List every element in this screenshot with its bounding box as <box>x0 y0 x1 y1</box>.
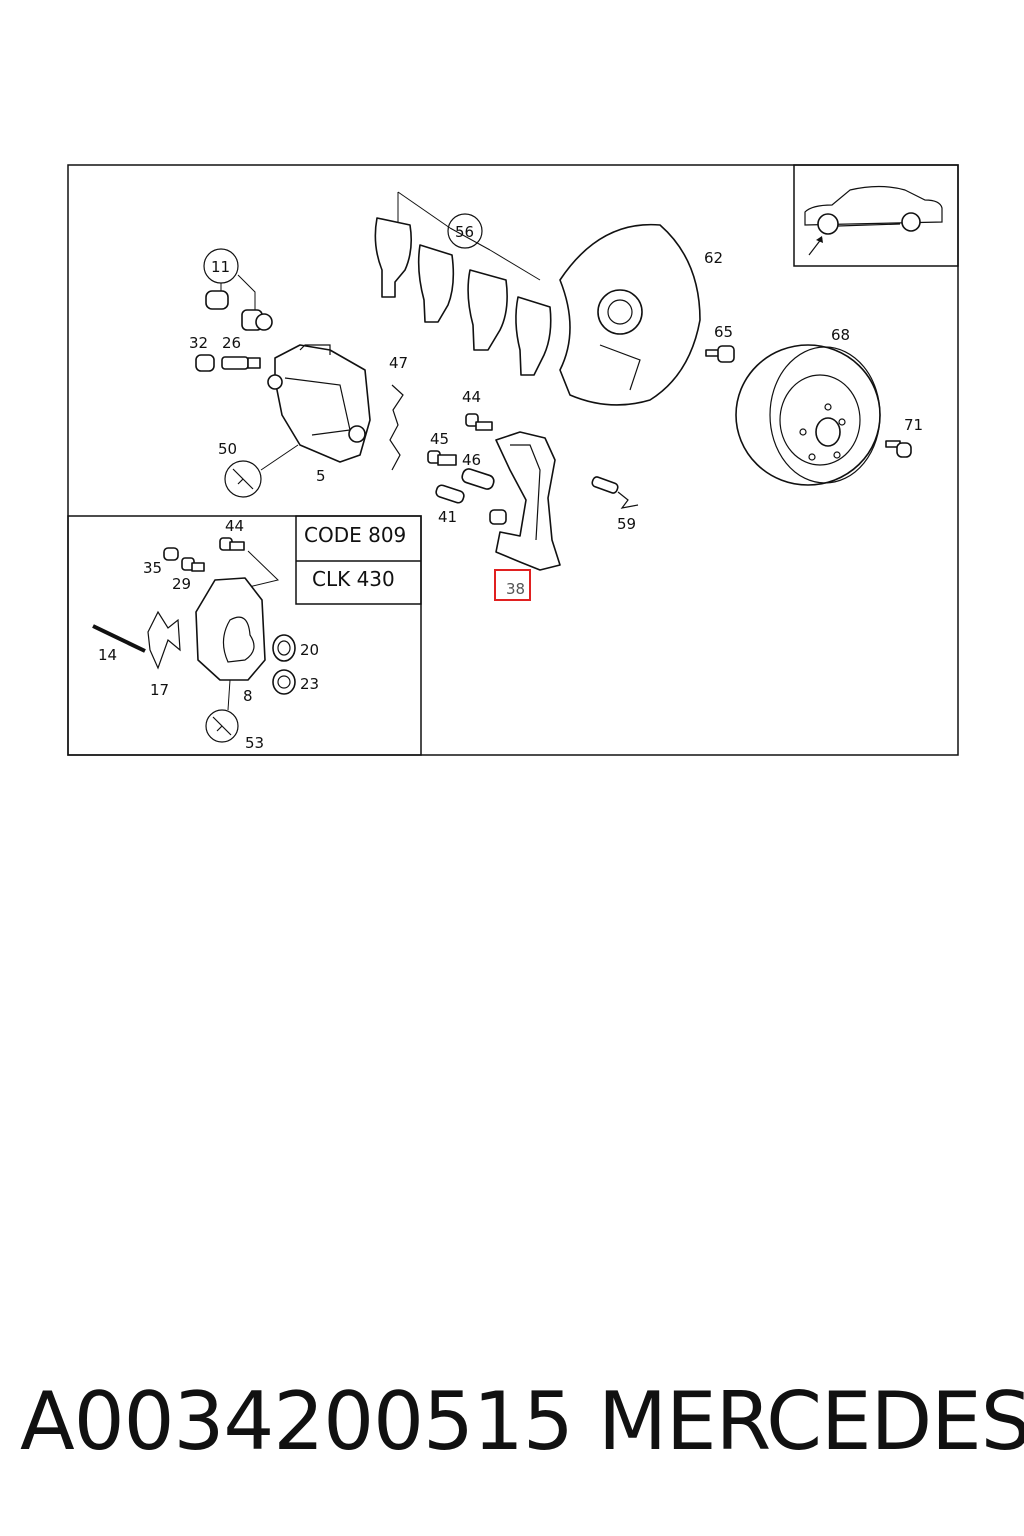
sleeve-46-part <box>461 468 495 490</box>
screw-65-part <box>705 345 735 363</box>
bleeder-29-part <box>181 557 205 572</box>
spring-17-part <box>147 610 181 670</box>
callout-53: 53 <box>245 734 264 752</box>
seal-20-part <box>272 634 296 662</box>
brand-name: MERCEDES <box>598 1375 1024 1468</box>
callout-29: 29 <box>172 575 191 593</box>
callout-59: 59 <box>617 515 636 533</box>
callout-65: 65 <box>714 323 733 341</box>
callout-62: 62 <box>704 249 723 267</box>
callout-46: 46 <box>462 451 481 469</box>
diagram-frame <box>67 164 959 756</box>
callout-20: 20 <box>300 641 319 659</box>
callout-38: 38 <box>506 580 525 598</box>
bleeder-cap-part <box>205 290 273 331</box>
seal-23-part <box>272 669 296 695</box>
highlight-box-38 <box>494 569 531 601</box>
callout-23: 23 <box>300 675 319 693</box>
callout-71: 71 <box>904 416 923 434</box>
bolt-44-part <box>465 413 493 431</box>
wrench-icon <box>224 444 299 498</box>
bleeder-screw-part <box>195 354 261 372</box>
callout-17: 17 <box>150 681 169 699</box>
brake-caliper-part <box>267 344 371 463</box>
callout-45: 45 <box>430 430 449 448</box>
cap-35-part <box>163 547 179 561</box>
callout-14: 14 <box>98 646 117 664</box>
variant-code: CODE 809 <box>304 523 406 547</box>
screw-71-part <box>885 440 912 458</box>
spring-clip-part <box>389 384 404 471</box>
callout-8: 8 <box>243 687 253 705</box>
car-location-icon <box>793 164 959 267</box>
callout-32: 32 <box>189 334 208 352</box>
variant-model: CLK 430 <box>312 567 395 591</box>
brake-disc-part <box>735 344 881 486</box>
callout-44-lower: 44 <box>225 517 244 535</box>
splash-shield-part <box>559 223 701 406</box>
part-caption: A0034200515 MERCEDES <box>0 1372 1024 1472</box>
callout-26: 26 <box>222 334 241 352</box>
brake-parts-diagram: CODE 809 CLK 430 56 11 32 26 5 <box>67 164 959 756</box>
guide-bolt-45-part <box>427 450 457 466</box>
fixed-caliper-8-part <box>195 577 266 681</box>
bushing-41-part <box>435 484 465 504</box>
variant-box: CODE 809 CLK 430 <box>295 515 422 605</box>
callout-5: 5 <box>316 467 326 485</box>
alternative-caliper-frame <box>67 515 422 756</box>
wear-sensor-part <box>591 476 639 509</box>
callout-44: 44 <box>462 388 481 406</box>
callout-56: 56 <box>455 223 474 241</box>
callout-35: 35 <box>143 559 162 577</box>
wrench-icon-lower <box>205 679 239 743</box>
callout-11: 11 <box>211 258 230 276</box>
pin-14-part <box>92 624 146 653</box>
callout-68: 68 <box>831 326 850 344</box>
callout-47: 47 <box>389 354 408 372</box>
callout-50: 50 <box>218 440 237 458</box>
part-number: A0034200515 <box>20 1375 574 1468</box>
caliper-bracket-part <box>489 431 561 571</box>
brake-pads-part <box>374 191 552 376</box>
callout-41: 41 <box>438 508 457 526</box>
bolt-44-lower-part <box>219 537 245 551</box>
